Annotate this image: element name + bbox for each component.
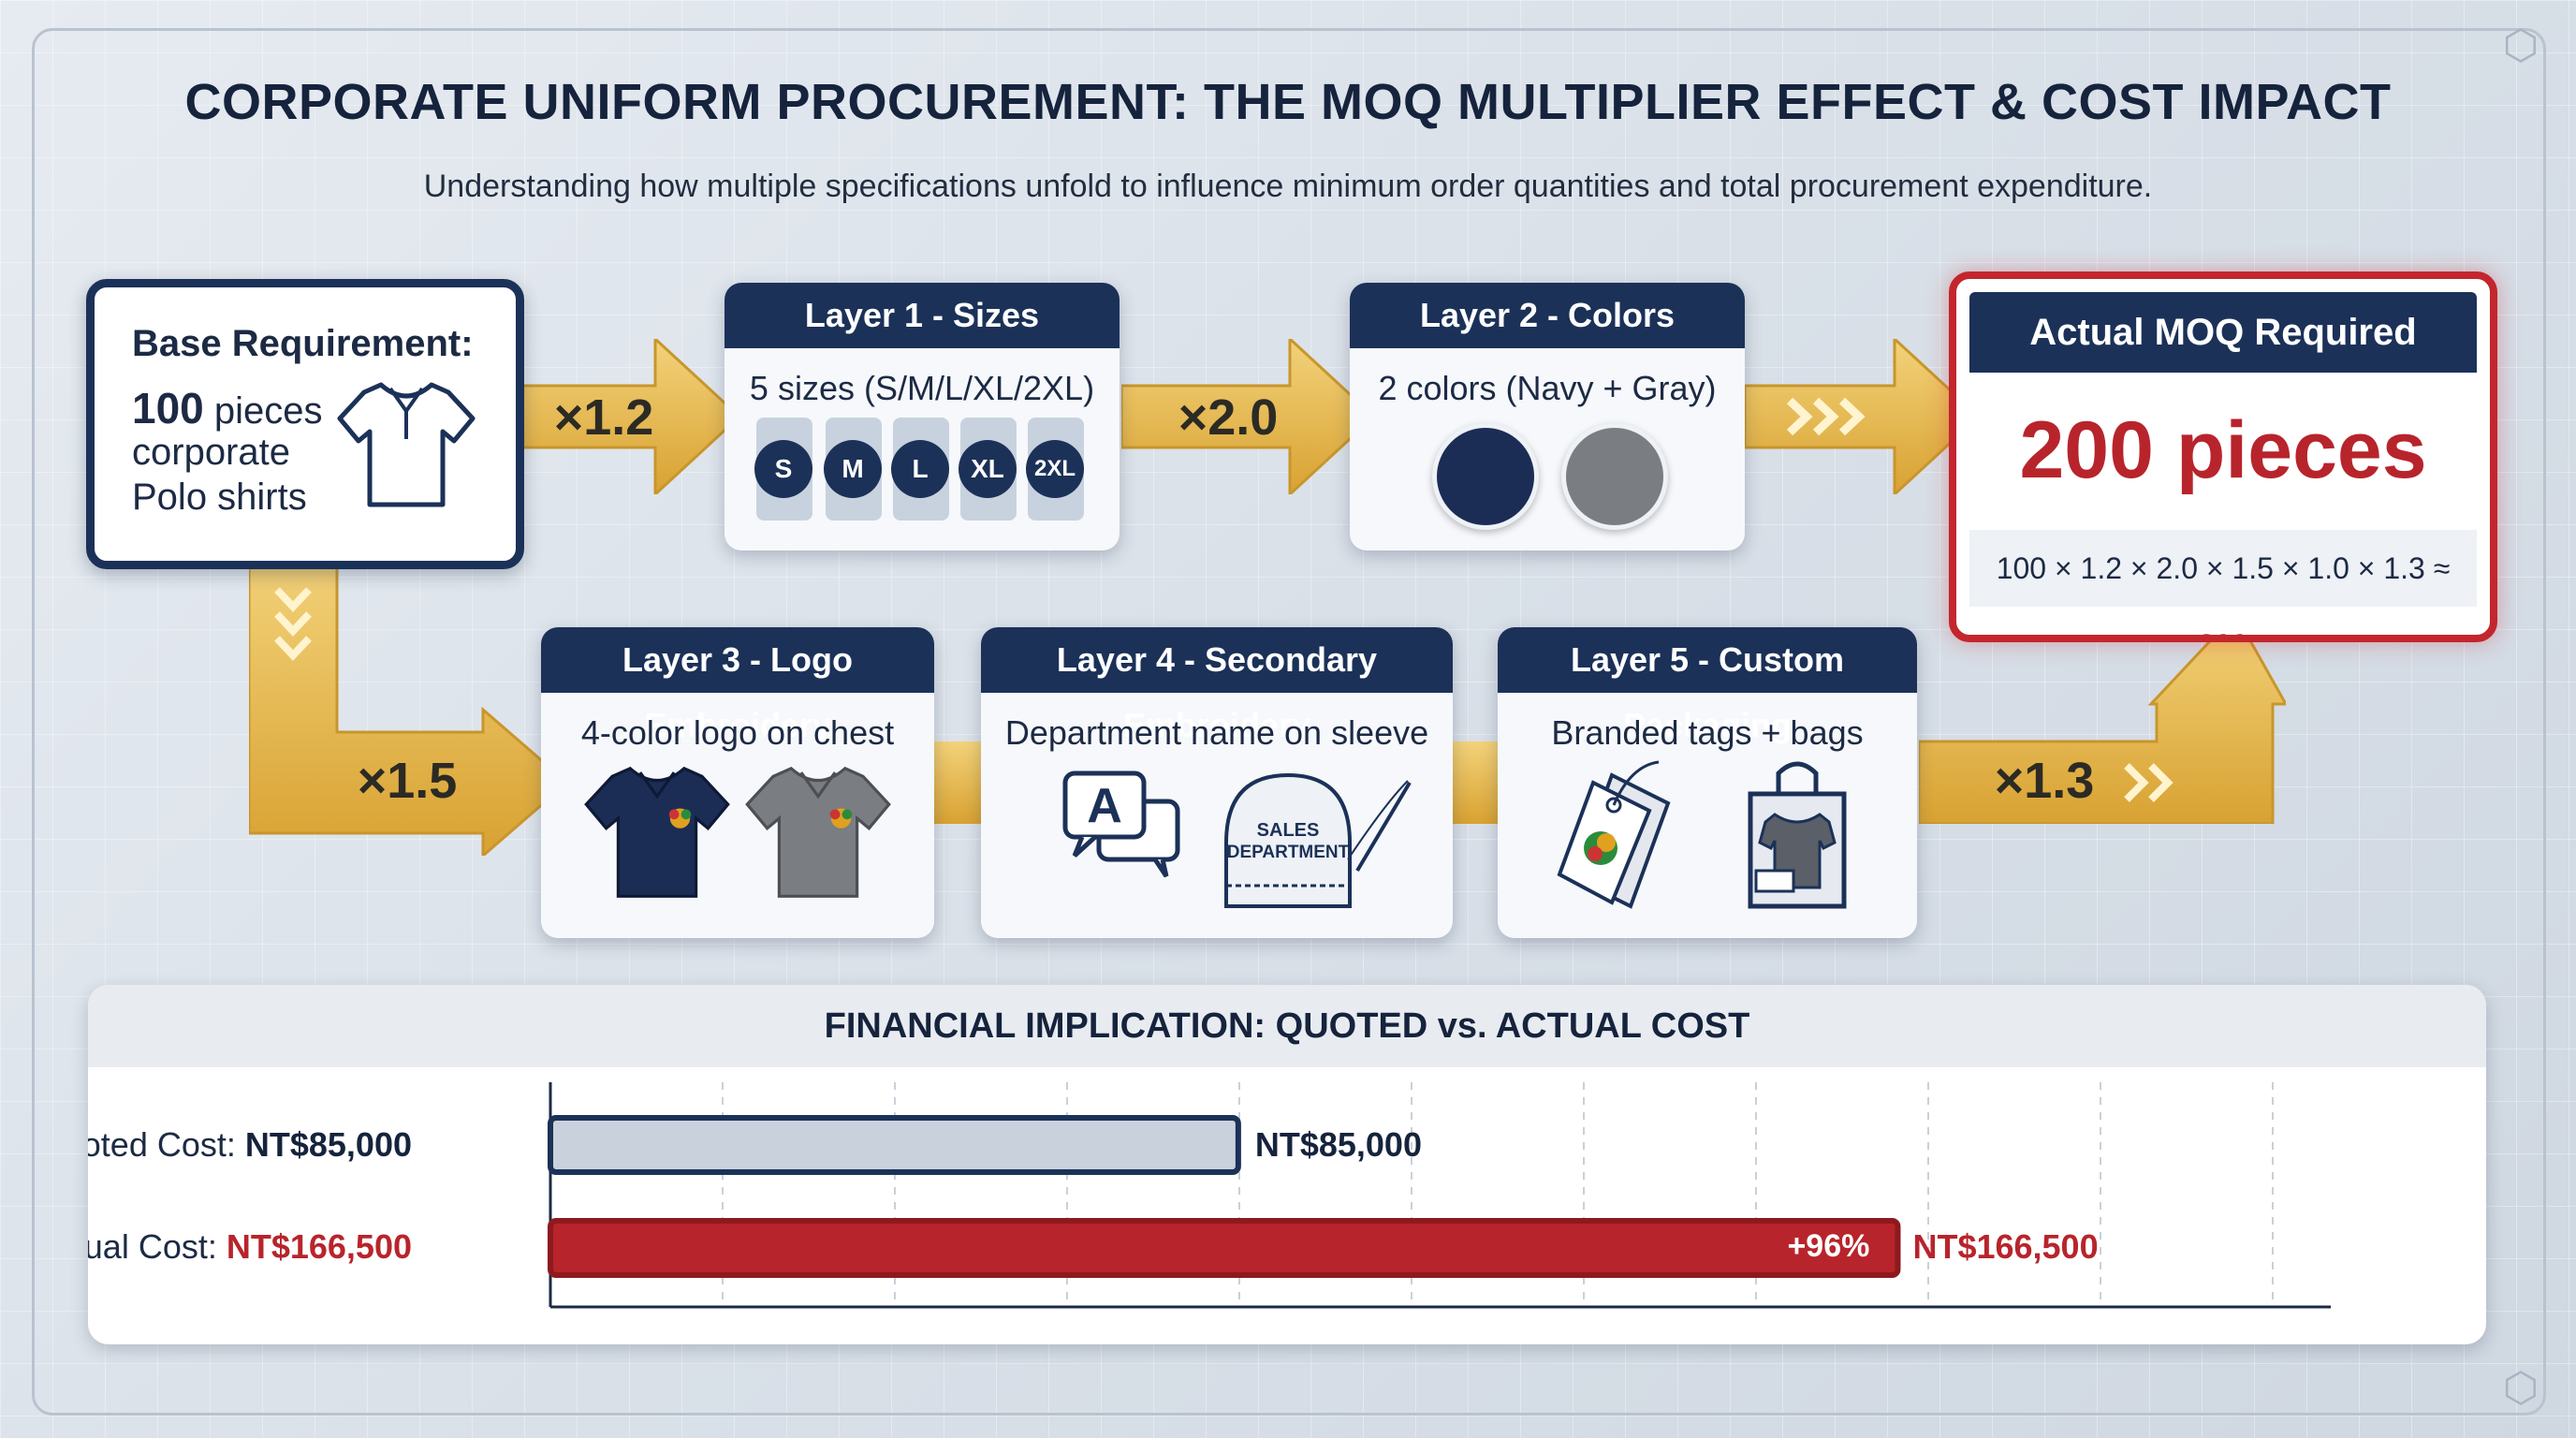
actual-cost-bar [548,1218,1901,1278]
quoted-bar-value: NT$85,000 [1254,1125,1422,1164]
layer1-description: 5 sizes (S/M/L/XL/2XL) [749,369,1095,407]
quoted-cost-bar [548,1115,1241,1175]
size-badge-2xl: 2XL [1026,440,1084,498]
multiplier-logo: ×1.5 [357,753,458,809]
multiplier-packaging: ×1.3 [1994,753,2095,809]
layer3-logo-card: Layer 3 - Logo Embroidery 4-color logo o… [541,627,934,938]
moq-value: 200 pieces [2019,405,2427,495]
base-line-2: corporate [132,432,290,473]
base-qty-number: 100 [132,384,204,433]
size-badge-xl: XL [959,440,1017,498]
connector-layer3-to-layer4 [934,741,985,824]
layer5-packaging-card: Layer 5 - Custom Packaging Branded tags … [1498,627,1917,938]
garment-bag-icon [1732,756,1863,916]
gray-swatch [1561,423,1668,530]
layer4-title: Layer 4 - Secondary Embroidery [981,627,1453,744]
layer3-title: Layer 3 - Logo Embroidery [541,627,934,744]
actual-cost-label: Actual Cost: NT$166,500 [88,1227,412,1267]
layer3-description: 4-color logo on chest [580,713,895,752]
multiplier-sizes: ×1.2 [553,389,654,446]
actual-label-value: NT$166,500 [226,1227,412,1266]
sleeve-text-sales: SALES [1256,820,1320,841]
font-speech-icon: A [1061,768,1183,880]
actual-bar-value: NT$166,500 [1912,1227,2099,1266]
layer2-description: 2 colors (Navy + Gray) [1378,369,1717,407]
corner-logo-icon: ⬡ [2502,1365,2539,1411]
navy-polo-icon [582,756,732,912]
financial-title: FINANCIAL IMPLICATION: QUOTED vs. ACTUAL… [88,985,2486,1067]
base-qty-unit: pieces [203,390,323,432]
arrow-packaging-to-moq [1919,614,2286,824]
size-badge-s: S [754,440,812,498]
quoted-label-value: NT$85,000 [244,1125,412,1164]
moq-title: Actual MOQ Required [1969,292,2477,373]
arrow-base-to-logo [249,552,567,856]
layer4-description: Department name on sleeve [1004,713,1429,752]
actual-moq-card: Actual MOQ Required 200 pieces 100 × 1.2… [1949,271,2497,642]
layer5-description: Branded tags + bags [1551,713,1864,752]
size-badge-l: L [891,440,949,498]
navy-swatch [1432,423,1539,530]
page-title: CORPORATE UNIFORM PROCUREMENT: THE MOQ M… [184,74,2392,130]
arrow-colors-to-moq [1745,339,1979,494]
base-requirement-card: Base Requirement: 100 pieces corporate P… [86,279,524,569]
moq-formula-text: 100 × 1.2 × 2.0 × 1.5 × 1.0 × 1.3 ≈ [1996,551,2451,585]
layer4-secondary-card: Layer 4 - Secondary Embroidery Departmen… [981,627,1453,938]
embroidery-hoop-icon: SALES DEPARTMENT [1217,766,1423,916]
financial-panel: FINANCIAL IMPLICATION: QUOTED vs. ACTUAL… [88,985,2486,1344]
frame-border [32,28,2546,1416]
increase-percent: +96% [1787,1228,1870,1264]
layer1-title: Layer 1 - Sizes [724,283,1120,348]
polo-shirt-icon [336,374,476,514]
corner-logo-icon: ⬡ [2502,22,2539,68]
svg-text:A: A [1087,779,1122,833]
size-badge-m: M [824,440,882,498]
moq-formula-result: 200 [2198,628,2247,635]
page-subtitle: Understanding how multiple specification… [423,169,2153,204]
moq-formula: 100 × 1.2 × 2.0 × 1.5 × 1.0 × 1.3 ≈ 200 [1969,530,2477,635]
layer2-colors-card: Layer 2 - Colors 2 colors (Navy + Gray) [1350,283,1745,550]
quoted-label-text: Quoted Cost: [88,1125,236,1164]
cost-bar-chart [548,1082,2331,1309]
branded-tag-icon [1556,756,1696,916]
quoted-cost-label: Quoted Cost: NT$85,000 [88,1125,412,1165]
arrow-base-to-sizes [505,339,739,494]
sleeve-text-department: DEPARTMENT [1226,843,1350,862]
base-line-3: Polo shirts [132,477,307,518]
actual-label-text: Actual Cost: [88,1227,217,1266]
connector-layer4-to-layer5 [1453,741,1500,824]
base-heading: Base Requirement: [132,323,474,364]
multiplier-colors: ×2.0 [1178,389,1279,446]
base-quantity: 100 pieces [132,383,323,433]
layer2-title: Layer 2 - Colors [1350,283,1745,348]
arrow-sizes-to-colors [1121,339,1374,494]
layer5-title: Layer 5 - Custom Packaging [1498,627,1917,744]
gray-polo-icon [743,756,893,912]
